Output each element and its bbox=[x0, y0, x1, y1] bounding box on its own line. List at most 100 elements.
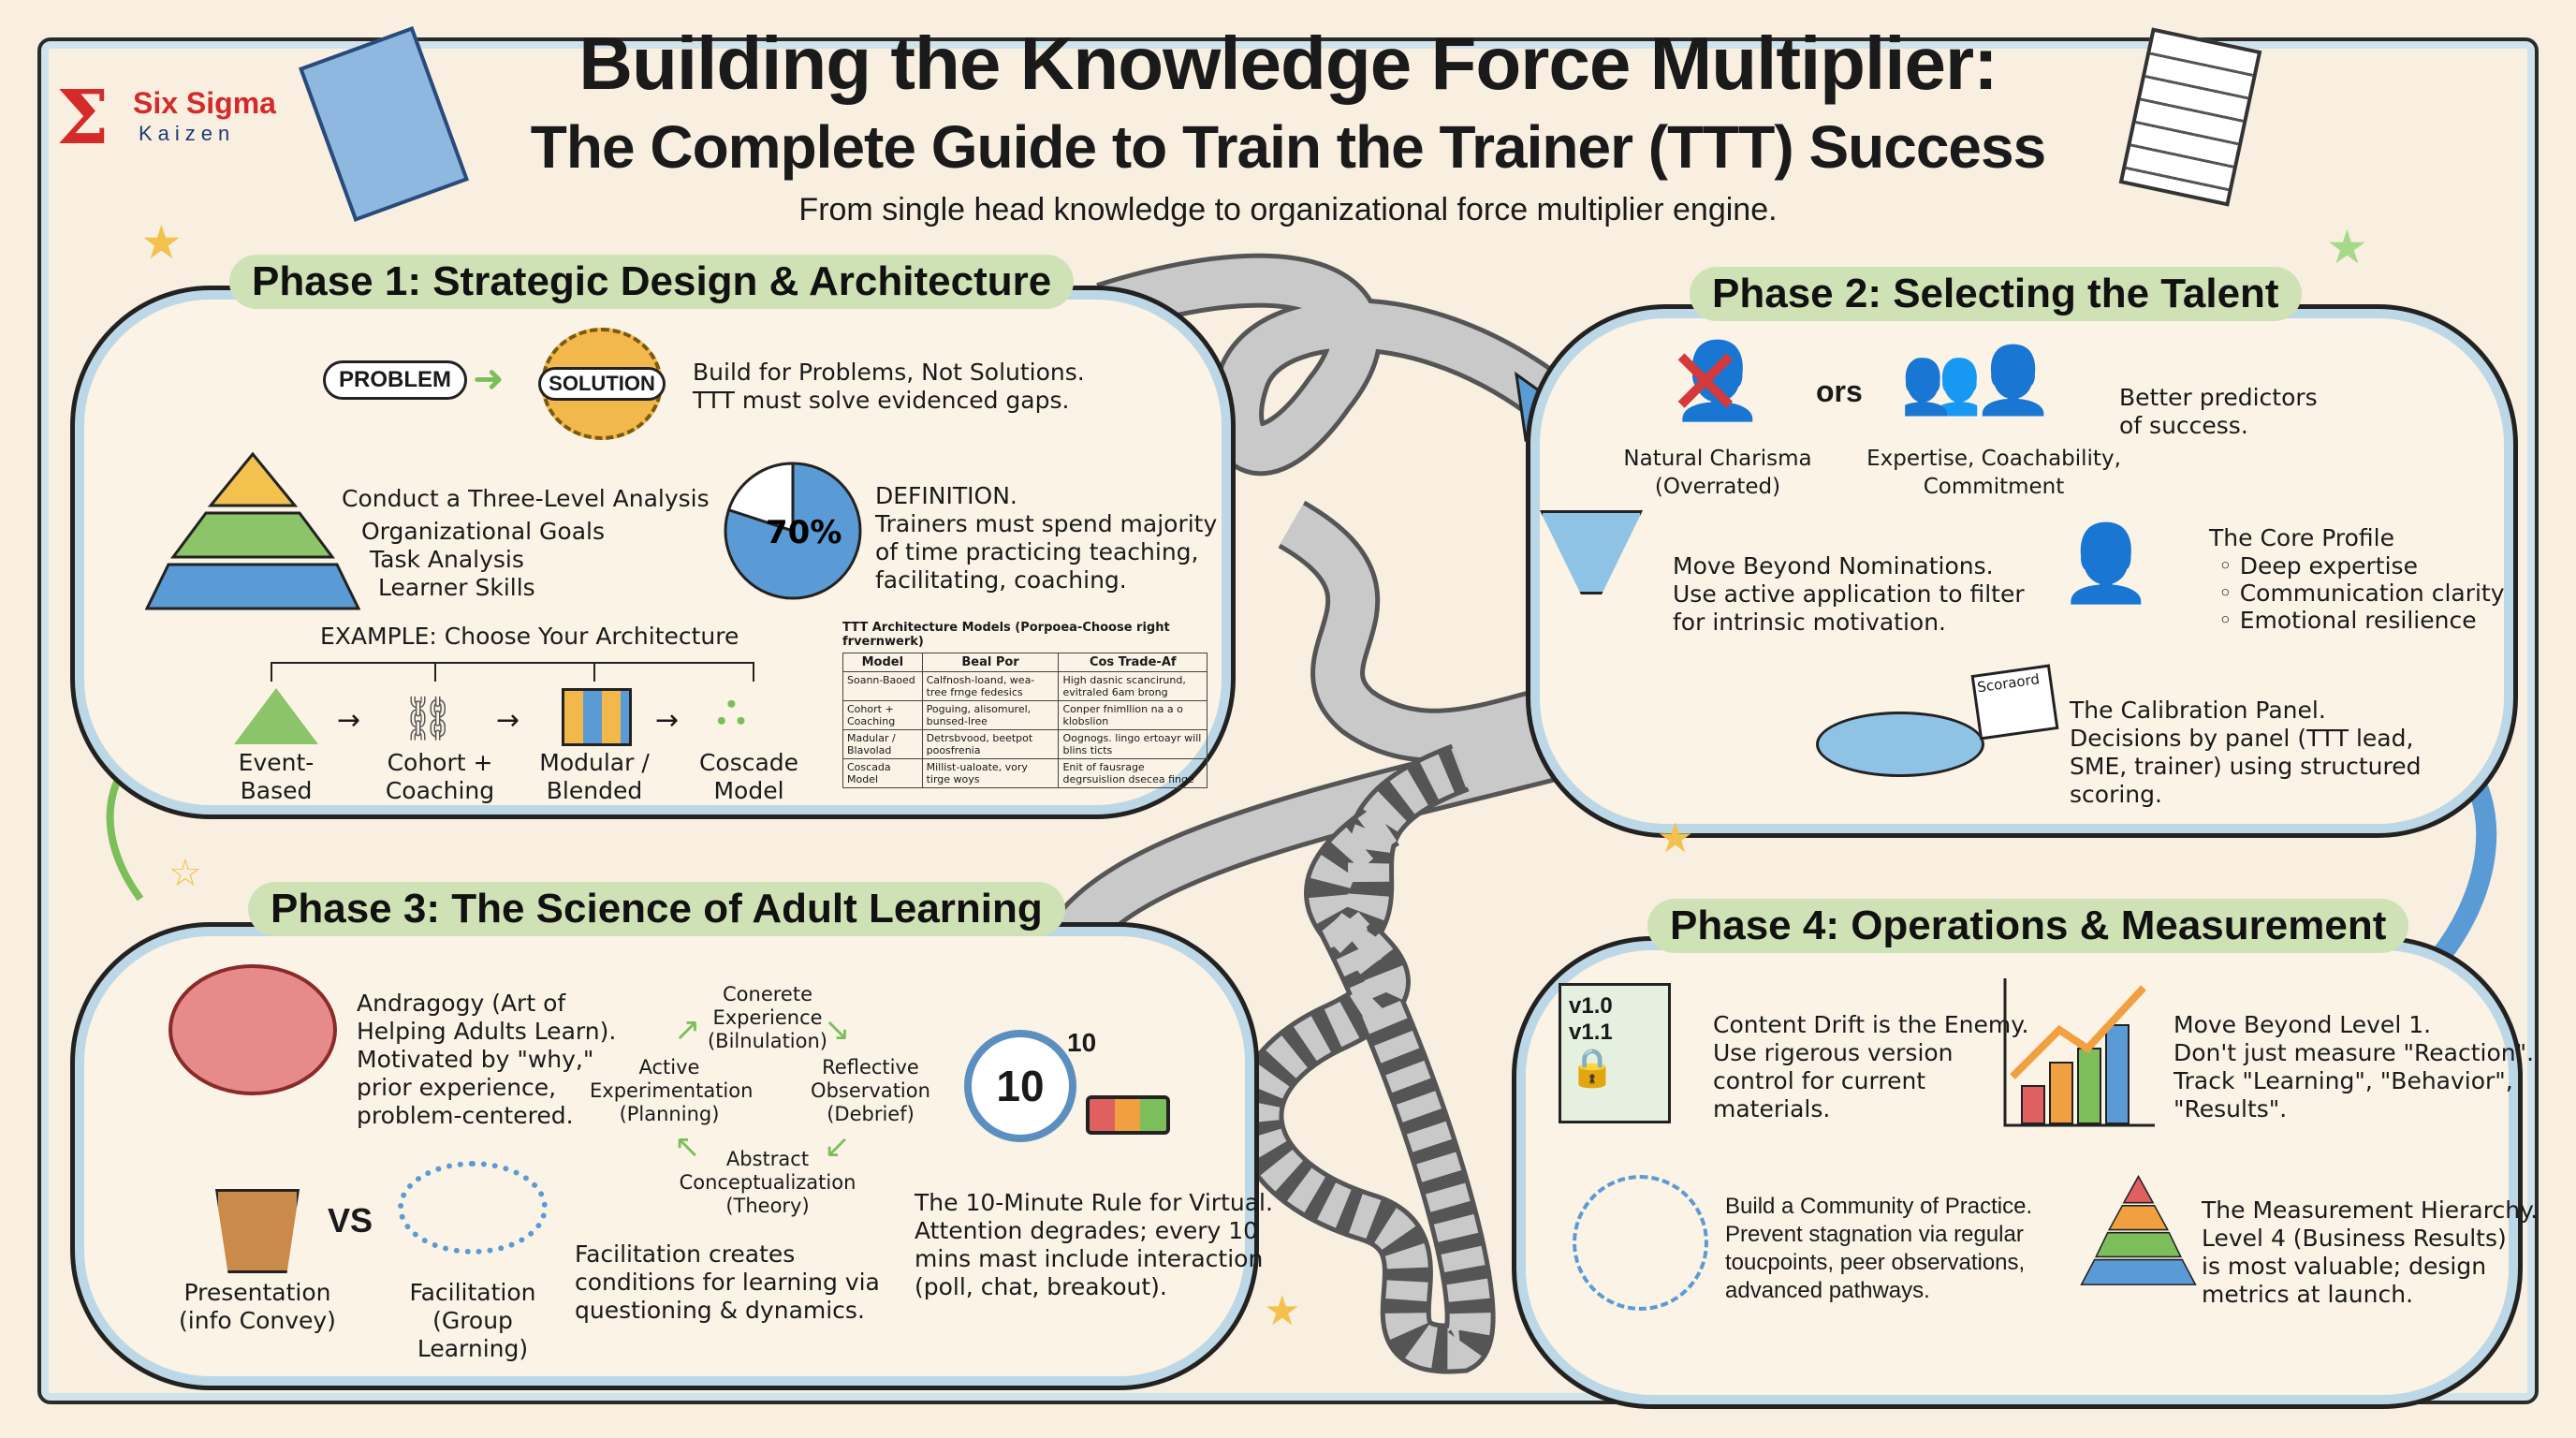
arrow-right-icon: → bbox=[655, 704, 680, 737]
cycle-arrow-icon: ↘ bbox=[824, 1011, 851, 1049]
model-cascade: Coscade Model bbox=[698, 749, 799, 804]
measurement-pyramid-icon bbox=[2080, 1175, 2197, 1285]
three-level-pyramid-icon bbox=[145, 451, 360, 610]
table-cell: Coscada Model bbox=[842, 758, 923, 788]
phase3-heading: Phase 3: The Science of Adult Learning bbox=[248, 882, 1065, 936]
arrow-right-icon: → bbox=[496, 704, 520, 737]
facilitation-label: Facilitation (Group Learning) bbox=[409, 1279, 536, 1362]
subtitle: From single head knowledge to organizati… bbox=[798, 192, 1778, 227]
table-cell: High dasnic scancirund, evitraled 6am br… bbox=[1058, 671, 1208, 701]
vs-label: VS bbox=[328, 1201, 373, 1240]
cycle-arrow-icon: ↖ bbox=[674, 1128, 701, 1166]
model-modular-blended: Modular / Blended bbox=[539, 749, 650, 804]
lock-icon: 🔒 bbox=[1569, 1048, 1616, 1089]
logo: Σ Six Sigma Kaizen bbox=[56, 73, 276, 161]
chain-icon: ⛓ bbox=[401, 693, 456, 743]
team-people-icon: 👥👤 bbox=[1900, 342, 2054, 418]
solution-badge: SOLUTION bbox=[538, 367, 666, 401]
version-label: v1.0 bbox=[1569, 993, 1613, 1019]
title-line-1: Building the Knowledge Force Multiplier: bbox=[578, 22, 1998, 105]
community-text: Build a Community of Practice. Prevent s… bbox=[1725, 1194, 2033, 1303]
phase2-panel bbox=[1526, 304, 2518, 838]
modular-blocks-icon bbox=[562, 688, 632, 746]
cycle-arrow-icon: ↗ bbox=[674, 1011, 701, 1049]
brain-icon bbox=[168, 964, 337, 1095]
level1-text: Move Beyond Level 1. Don't just measure … bbox=[2174, 1011, 2535, 1123]
version-label: v1.1 bbox=[1569, 1020, 1613, 1045]
core-item: ◦ Communication clarity bbox=[2218, 580, 2505, 607]
title-line-2: The Complete Guide to Train the Trainer … bbox=[530, 113, 2046, 181]
table-cell: Conper fnimllion na a o klobslion bbox=[1058, 700, 1208, 730]
table-cell: Calfnosh-loand, wea-tree frnge fedesics bbox=[921, 671, 1060, 701]
phase4-heading: Phase 4: Operations & Measurement bbox=[1647, 899, 2409, 953]
analysis-item: Organizational Goals bbox=[361, 518, 605, 545]
arrow-right-icon: → bbox=[337, 704, 361, 737]
cascade-people-icon: ⛬ bbox=[716, 683, 747, 734]
expertise-label: Expertise, Coachability, Commitment bbox=[1866, 447, 2121, 499]
timer-label: 10 bbox=[1067, 1028, 1097, 1057]
table-cell: Millist-ualoate, vory tirge woys bbox=[921, 758, 1060, 788]
table-cell: Poguing, alisomurel, bunsed-lree bbox=[921, 700, 1060, 730]
logo-sub: Kaizen bbox=[139, 122, 236, 145]
table-header: Cos Trade-Af bbox=[1058, 653, 1208, 672]
growth-bar-chart-icon bbox=[2003, 978, 2155, 1127]
group-circle-icon bbox=[398, 1161, 548, 1255]
page-frame bbox=[37, 37, 2539, 1404]
red-x-icon: ✕ bbox=[1666, 328, 1745, 437]
star-icon: ★ bbox=[1657, 814, 1694, 862]
crossed-out-person-icon: 👤✕ bbox=[1666, 328, 1764, 437]
calibration-text: The Calibration Panel. Decisions by pane… bbox=[2070, 697, 2422, 808]
architecture-table: TTT Architecture Models (Porpoea-Choose … bbox=[842, 621, 1208, 788]
table-cell: Soann-Baoed bbox=[842, 671, 923, 701]
logo-name: Six Sigma bbox=[133, 86, 276, 120]
ten-minute-text: The 10-Minute Rule for Virtual. Attentio… bbox=[915, 1189, 1273, 1300]
meeting-table-icon bbox=[1816, 712, 1984, 777]
branch-lines bbox=[271, 662, 754, 682]
cycle-active-experimentation: Active Experimentation (Planning) bbox=[590, 1056, 754, 1125]
hierarchy-text: The Measurement Hierarchy. Level 4 (Busi… bbox=[2202, 1196, 2539, 1308]
model-event-based: Event-Based bbox=[238, 749, 315, 804]
sigma-icon: Σ bbox=[56, 73, 110, 161]
timer-icon: 10 bbox=[964, 1030, 1076, 1142]
table-title: TTT Architecture Models (Porpoea-Choose … bbox=[842, 621, 1170, 649]
star-icon: ☆ bbox=[168, 852, 202, 895]
cycle-concrete-experience: Conerete Experience (Bilnulation) bbox=[707, 983, 827, 1052]
definition-text: DEFINITION. Trainers must spend majority… bbox=[875, 482, 1218, 594]
arrow-right-icon: ➜ bbox=[473, 358, 505, 401]
star-icon: ★ bbox=[140, 215, 183, 270]
phase4-panel bbox=[1512, 936, 2523, 1409]
pie-chart-70-icon: 70% bbox=[724, 462, 862, 600]
core-item: ◦ Deep expertise bbox=[2218, 552, 2418, 580]
star-icon: ★ bbox=[2326, 220, 2368, 274]
analysis-item: Task Analysis bbox=[370, 546, 524, 573]
cycle-reflective-observation: Reflective Observation (Debrief) bbox=[811, 1056, 930, 1125]
podium-icon bbox=[215, 1189, 300, 1273]
battery-icon bbox=[1086, 1095, 1170, 1135]
ors-label: ors bbox=[1816, 374, 1863, 408]
charisma-label: Natural Charisma (Overrated) bbox=[1623, 447, 1812, 499]
table-header: Beal Por bbox=[921, 653, 1060, 672]
versioned-docs-icon: v1.0 v1.1 🔒 bbox=[1559, 983, 1671, 1123]
problem-badge: PROBLEM bbox=[323, 360, 467, 400]
core-item-label: Communication clarity bbox=[2239, 580, 2505, 607]
table-cell: Madular / Blavolad bbox=[842, 729, 923, 759]
analysis-item: Learner Skills bbox=[378, 574, 535, 601]
phase2-heading: Phase 2: Selecting the Talent bbox=[1690, 267, 2302, 321]
table-header: Model bbox=[842, 653, 923, 672]
analysis-title: Conduct a Three-Level Analysis bbox=[342, 485, 710, 512]
table-cell: Detrsbvood, beetpot poosfrenia bbox=[921, 729, 1060, 759]
table-cell: Cohort + Coaching bbox=[842, 700, 923, 730]
core-profile-title: The Core Profile bbox=[2209, 524, 2394, 551]
andragogy-text: Andragogy (Art of Helping Adults Learn).… bbox=[357, 990, 617, 1129]
cycle-arrow-icon: ↙ bbox=[824, 1128, 851, 1166]
model-cohort-coaching: Cohort + Coaching bbox=[385, 749, 495, 804]
core-profile-person-icon: 👤 bbox=[2059, 520, 2153, 607]
content-drift-text: Content Drift is the Enemy. Use rigerous… bbox=[1713, 1011, 2029, 1123]
predictors-text: Better predictors of success. bbox=[2119, 384, 2318, 439]
gear-icon: SOLUTION bbox=[538, 328, 666, 440]
core-item: ◦ Emotional resilience bbox=[2218, 607, 2477, 634]
